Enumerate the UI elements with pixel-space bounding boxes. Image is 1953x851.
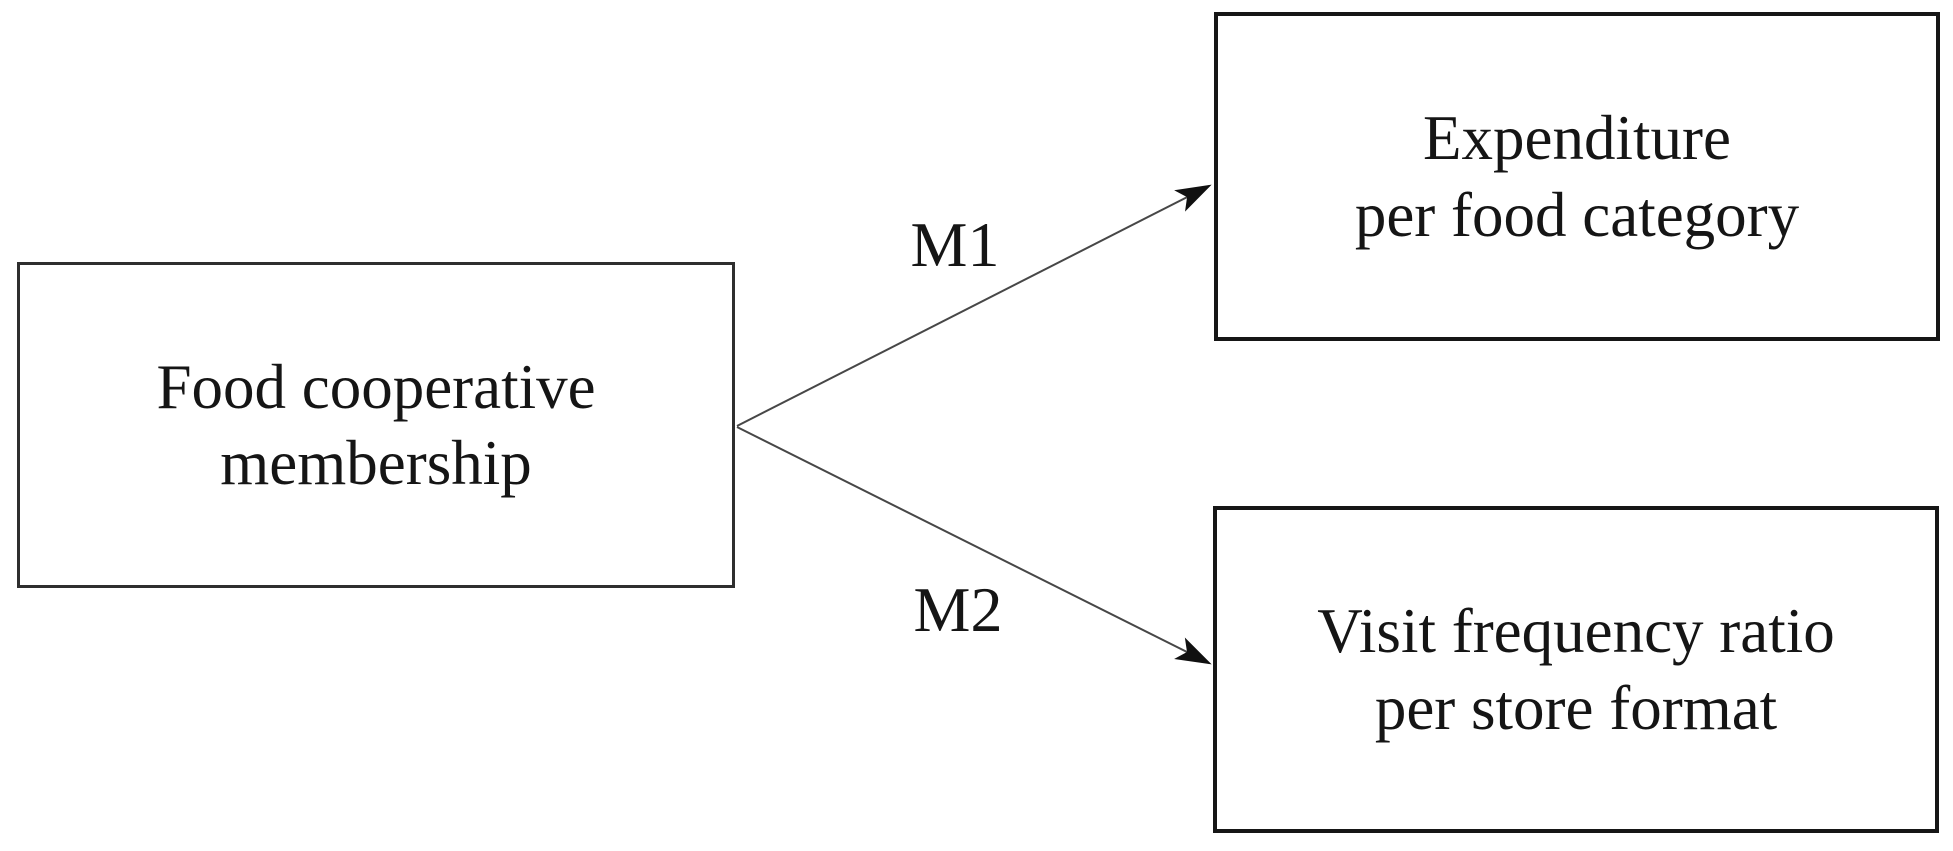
- node-label-line: per store format: [1374, 672, 1778, 743]
- m1-arrow: [736, 184, 1212, 427]
- edge-label-m2: M2: [913, 574, 1003, 645]
- node-label-line: Expenditure: [1423, 103, 1731, 174]
- node-expenditure-per-food-category: Expenditure per food category: [1214, 12, 1940, 341]
- node-label-line: membership: [220, 428, 532, 498]
- node-food-cooperative-membership: Food cooperative membership: [17, 262, 735, 588]
- m2-arrow: [736, 426, 1212, 665]
- node-label-line: Food cooperative: [156, 351, 596, 422]
- node-label-line: per food category: [1354, 179, 1800, 250]
- node-label-line: Visit frequency ratio: [1317, 596, 1835, 667]
- edge-label-m1: M1: [910, 209, 1000, 280]
- node-visit-frequency-ratio-per-store-format: Visit frequency ratio per store format: [1213, 506, 1939, 833]
